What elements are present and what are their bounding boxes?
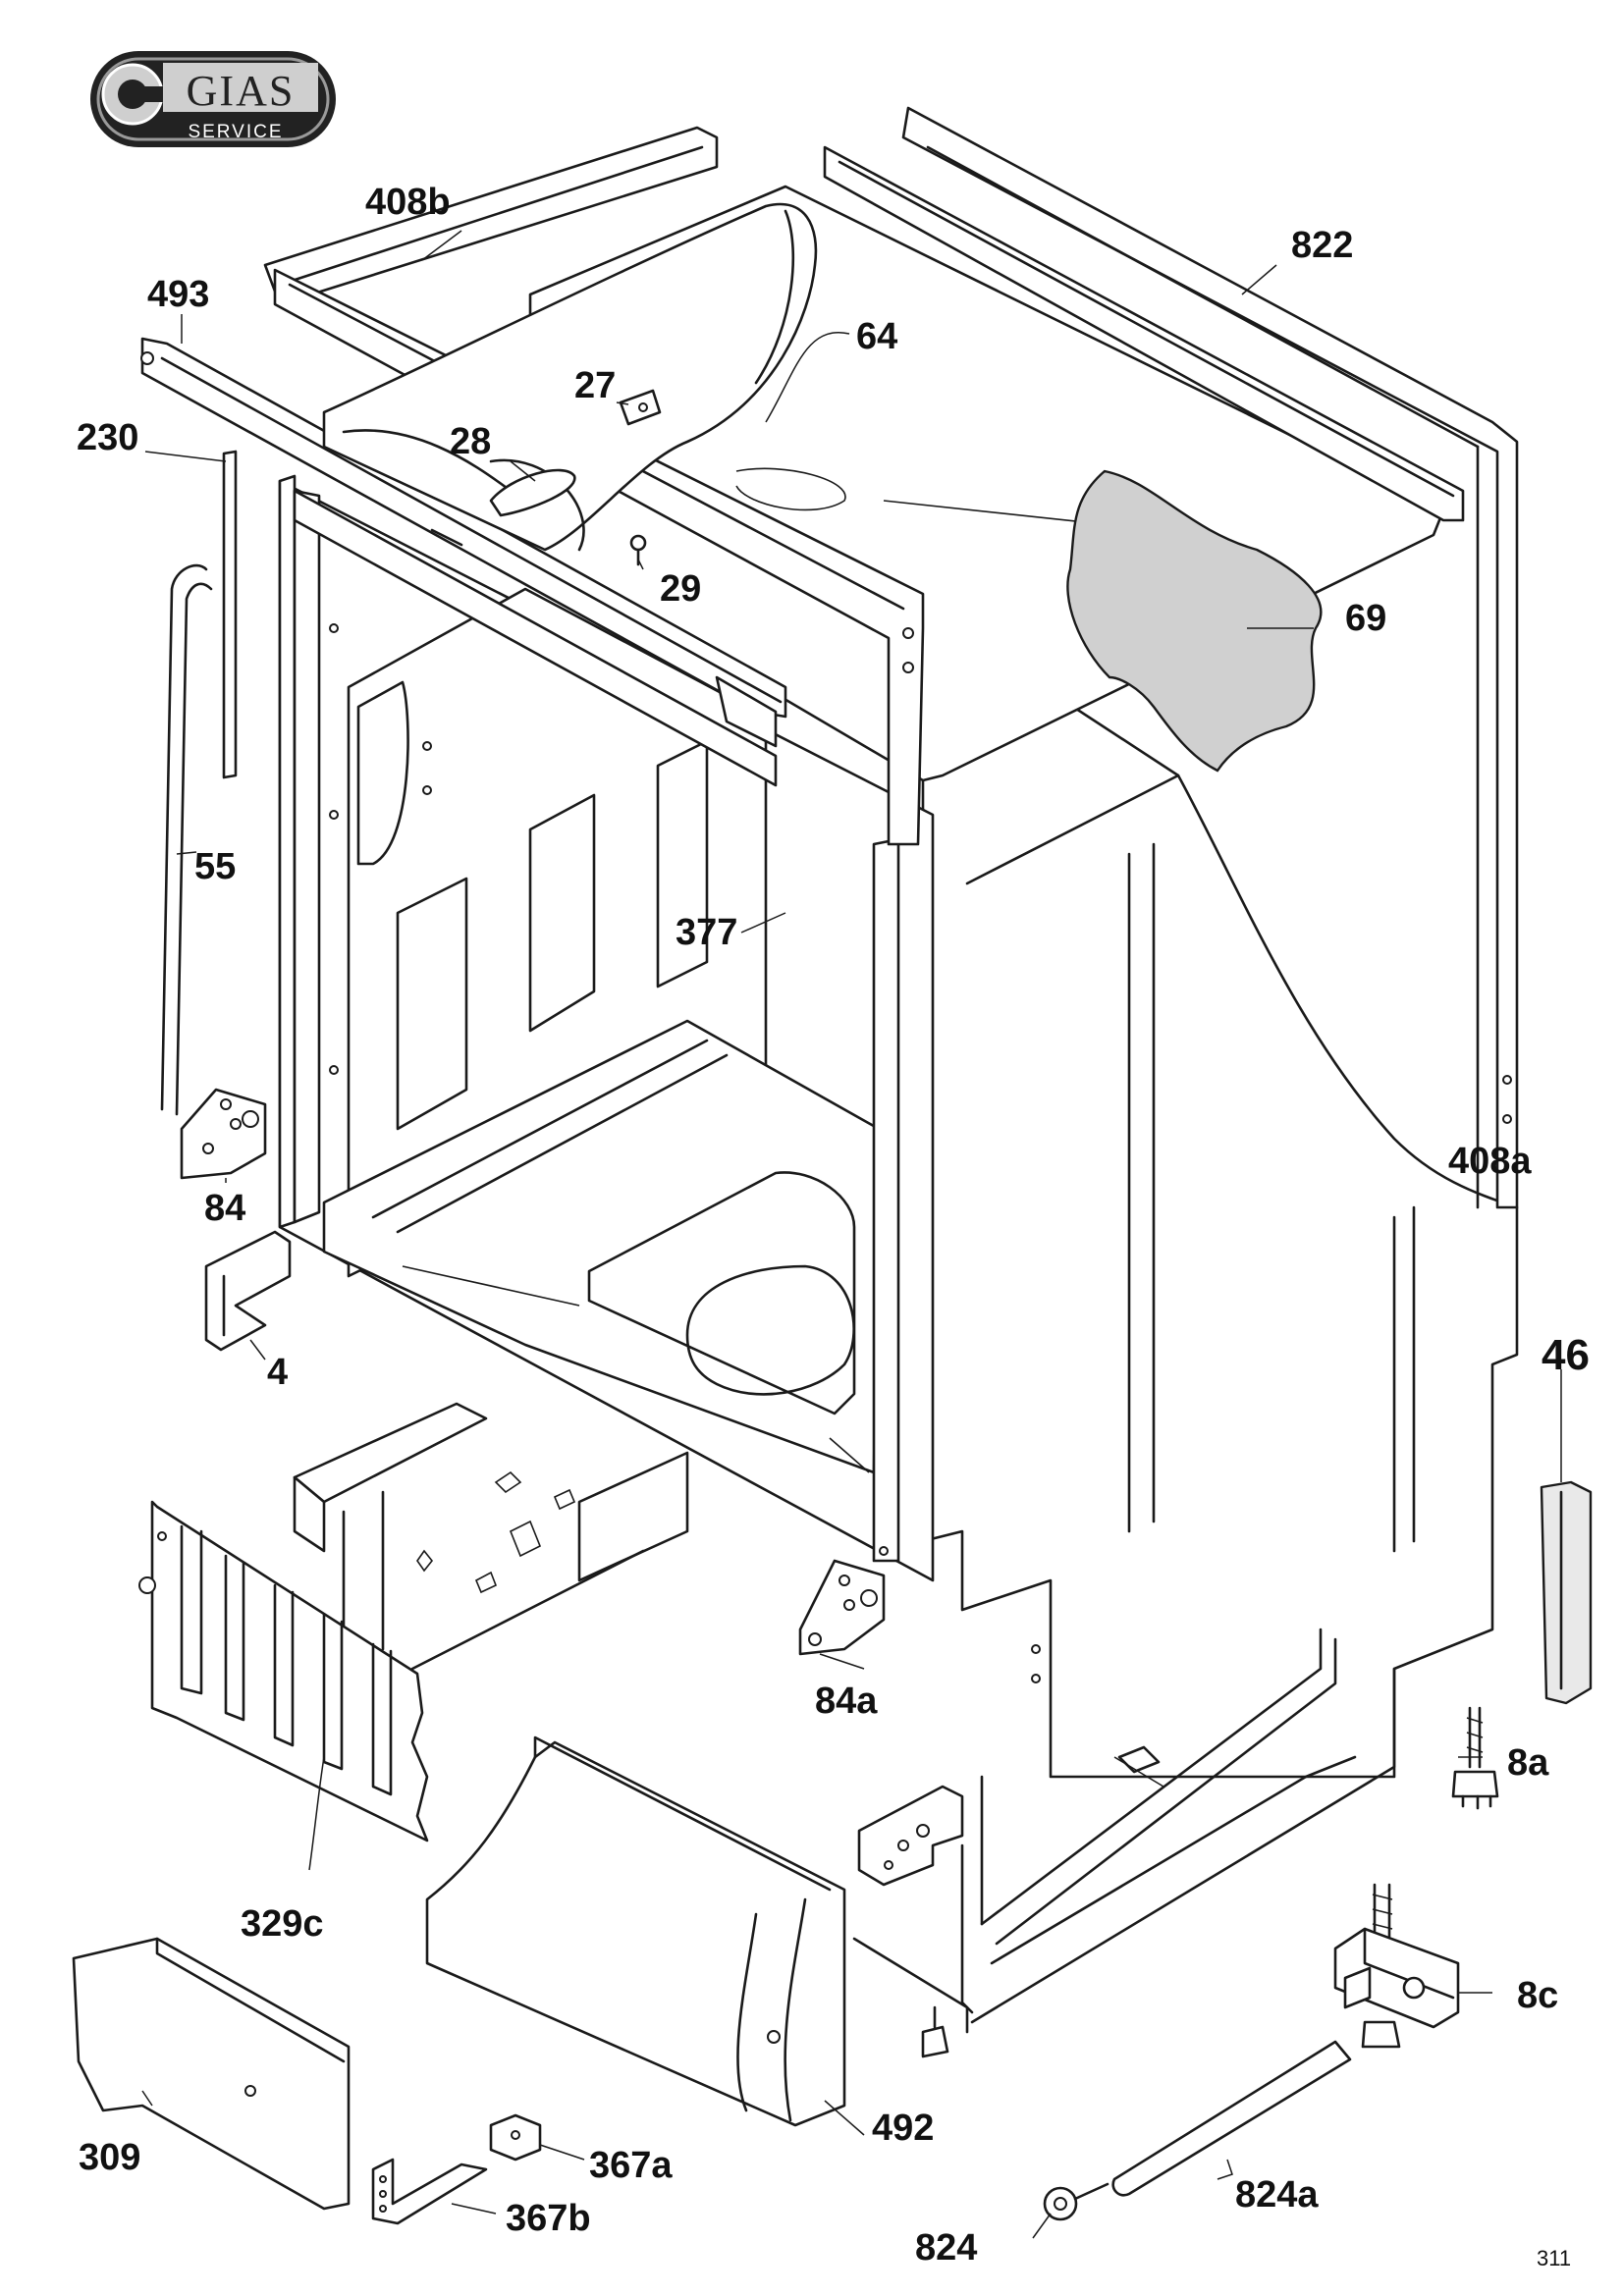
part-309-cover xyxy=(72,1937,351,2211)
part-29-screw xyxy=(629,534,647,566)
part-46-side-trim xyxy=(1540,1480,1593,1705)
label-367b: 367b xyxy=(506,2198,591,2239)
part-329c-front-panel xyxy=(138,1500,429,1842)
logo-sub-text: SERVICE xyxy=(188,122,283,142)
label-29: 29 xyxy=(660,568,701,610)
part-27-clip xyxy=(619,389,662,426)
label-84: 84 xyxy=(204,1188,245,1229)
foot-left-front xyxy=(921,2005,949,2058)
part-824-screw xyxy=(1043,2182,1109,2221)
label-8a: 8a xyxy=(1507,1742,1549,1784)
part-8c-leveling-block xyxy=(1333,1883,1460,2049)
part-64-top-cover xyxy=(322,202,818,552)
part-84-hinge xyxy=(180,1088,267,1180)
label-230: 230 xyxy=(77,417,138,458)
part-824a-rod xyxy=(1111,2040,1352,2197)
label-367a: 367a xyxy=(589,2145,673,2186)
gias-service-logo: GIAS SERVICE xyxy=(90,51,336,147)
label-46: 46 xyxy=(1542,1331,1590,1379)
label-824a: 824a xyxy=(1235,2174,1319,2216)
part-69-insulation xyxy=(1066,469,1323,773)
label-408a: 408a xyxy=(1448,1141,1532,1182)
label-824: 824 xyxy=(915,2227,977,2269)
label-408b: 408b xyxy=(365,182,451,223)
label-84a: 84a xyxy=(815,1681,878,1722)
label-69: 69 xyxy=(1345,598,1386,639)
label-8c: 8c xyxy=(1517,1975,1558,2016)
label-822: 822 xyxy=(1291,225,1353,266)
logo-brand-text: GIAS xyxy=(187,67,296,115)
label-27: 27 xyxy=(574,365,616,406)
part-55-tube xyxy=(160,563,213,1116)
label-377: 377 xyxy=(676,912,737,953)
part-822-rail xyxy=(823,145,1465,522)
label-4: 4 xyxy=(267,1352,288,1393)
label-64: 64 xyxy=(856,316,897,357)
part-493-front-beam xyxy=(140,337,787,787)
leader-lines xyxy=(141,230,1562,2239)
part-8a-foot xyxy=(1451,1706,1499,1810)
part-230-channel xyxy=(222,450,238,779)
page-number: 311 xyxy=(1537,2246,1571,2270)
part-492-kick-plate xyxy=(425,1735,846,2127)
part-367a-clip xyxy=(489,2113,542,2162)
label-493: 493 xyxy=(147,274,209,315)
part-28-latch xyxy=(489,468,576,517)
part-408a-outer-housing xyxy=(921,607,1519,1779)
label-28: 28 xyxy=(450,421,491,462)
label-55: 55 xyxy=(194,846,236,887)
label-309: 309 xyxy=(79,2137,140,2178)
base-frame xyxy=(293,1402,1396,2034)
part-4-bracket xyxy=(204,1230,292,1352)
label-329c: 329c xyxy=(241,1903,324,1945)
label-492: 492 xyxy=(872,2108,934,2149)
part-84a-hinge xyxy=(798,1559,886,1656)
part-367b-strip xyxy=(371,2158,488,2225)
part-labels: 408b 493 230 28 27 64 822 29 69 55 377 8… xyxy=(77,182,1590,2270)
